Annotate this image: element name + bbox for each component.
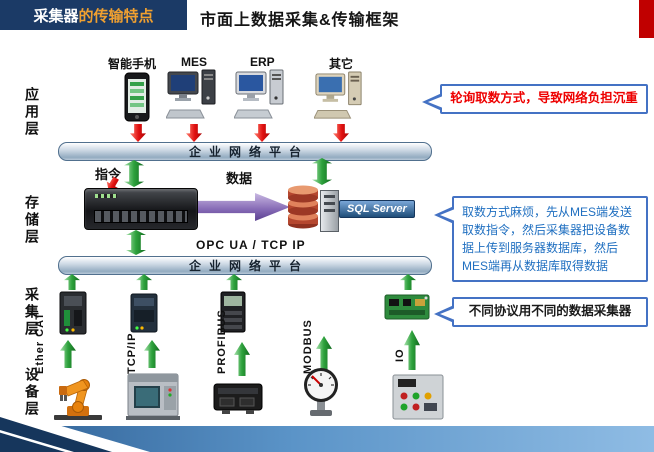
other-computer-icon (313, 70, 364, 129)
purple-data-arrow (198, 193, 290, 221)
green-up-arrow (60, 340, 76, 368)
green-up-arrow (316, 336, 332, 370)
network-bar-label: 企业网络平台 (188, 145, 309, 159)
callout-polling: 轮询取数方式，导致网络负担沉重 (422, 84, 648, 114)
badge-text-primary: 采集器 (33, 7, 79, 25)
badge-text-accent: 的传输特点 (78, 7, 154, 25)
green-double-arrow (312, 158, 332, 185)
callout-process-text: 取数方式麻烦，先从MES端发送取数指令，然后采集器把设备数据上传到服务器数据库，… (462, 205, 633, 273)
callout-protocols: 不同协议用不同的数据采集器 (434, 297, 648, 327)
layer-label-collection: 采集层 (24, 286, 40, 338)
erp-computer-icon (233, 68, 286, 129)
protocol-label-io: IO (394, 348, 406, 362)
network-bar-label: 企业网络平台 (188, 259, 309, 273)
callout-tail-icon (440, 308, 455, 320)
collector-device-ethercat (56, 290, 90, 341)
profibus-module-image (212, 380, 264, 421)
callout-protocols-text: 不同协议用不同的数据采集器 (468, 304, 632, 318)
page-title: 市面上数据采集&传输框架 (200, 12, 400, 29)
callout-tail-icon (428, 96, 443, 108)
collector-device-tcpip (128, 292, 160, 339)
pressure-gauge-image (298, 366, 344, 423)
callout-process: 取数方式麻烦，先从MES端发送取数指令，然后采集器把设备数据上传到服务器数据库，… (434, 196, 648, 282)
green-up-arrow (226, 274, 242, 290)
green-double-arrow (126, 230, 146, 255)
robot-arm-image (50, 368, 106, 425)
app-device-label-mes: MES (181, 55, 208, 69)
collector-device-io (384, 292, 430, 327)
layer-label-application: 应用层 (24, 86, 40, 138)
smartphone-icon (124, 72, 150, 127)
server-tower-icon (320, 190, 339, 232)
app-device-label-other: 其它 (329, 57, 354, 71)
mes-computer-icon (165, 68, 218, 129)
callout-tail-icon (440, 209, 455, 221)
green-up-arrow (144, 340, 160, 368)
layer-label-device: 设备层 (24, 366, 40, 418)
opc-protocol-label: OPC UA / TCP IP (196, 238, 306, 252)
green-up-arrow (404, 330, 420, 370)
protocol-label-profibus: PROFIBUS (216, 309, 228, 374)
green-up-arrow (64, 274, 80, 290)
app-device-label-erp: ERP (250, 55, 275, 69)
header-badge: 采集器的传输特点 (0, 0, 187, 30)
callout-polling-text: 轮询取数方式，导致网络负担沉重 (450, 91, 638, 105)
switch-led-icon (95, 194, 117, 198)
green-double-arrow (124, 160, 144, 187)
control-panel-image (392, 374, 444, 425)
enterprise-network-bar-bottom: 企业网络平台 (58, 256, 432, 275)
red-accent-bar (639, 0, 654, 38)
app-device-label-smartphone: 智能手机 (108, 57, 157, 71)
cnc-machine-image (126, 370, 180, 425)
collector-device-profibus (218, 290, 248, 339)
data-label: 数据 (226, 171, 253, 186)
protocol-label-tcpip: TCP/IP (126, 332, 138, 374)
layer-label-storage: 存储层 (24, 194, 40, 246)
database-icon (286, 184, 322, 235)
sql-server-badge: SQL Server (339, 200, 415, 218)
green-up-arrow (234, 342, 250, 376)
enterprise-network-bar-top: 企业网络平台 (58, 142, 432, 161)
switch-ports-icon (94, 210, 188, 223)
protocol-label-ethercat: Ether CAT (34, 312, 46, 374)
green-up-arrow (400, 274, 416, 290)
network-switch-image (84, 188, 198, 230)
green-up-arrow (136, 274, 152, 290)
